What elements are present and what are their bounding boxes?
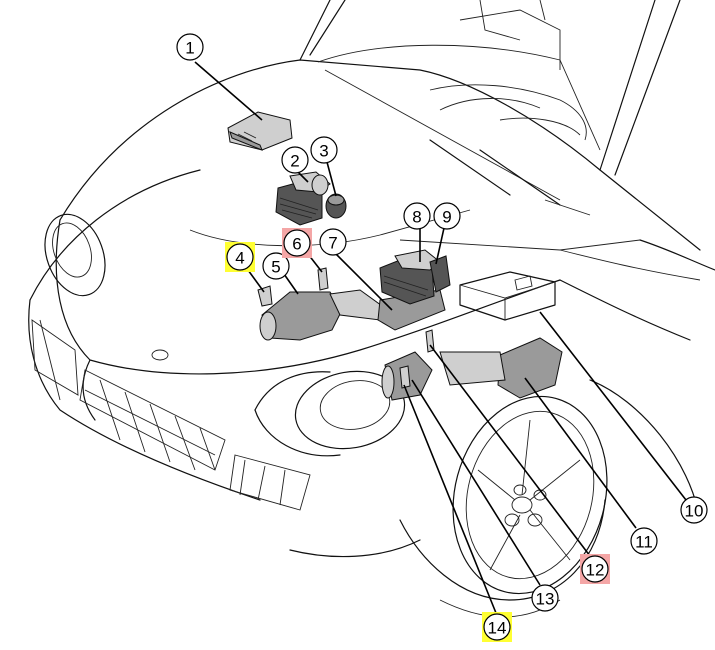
callout-label: 10 xyxy=(685,502,704,521)
vehicle-body-outline xyxy=(28,0,715,618)
leader-13 xyxy=(411,379,541,586)
leader-9 xyxy=(435,227,445,265)
callout-label: 1 xyxy=(185,39,194,58)
throttle-body-left xyxy=(275,171,331,226)
sensor-right xyxy=(429,255,451,293)
callout-label: 14 xyxy=(488,619,507,638)
callout-circle xyxy=(310,136,338,164)
callout-4: 4 xyxy=(225,242,255,272)
callout-circle xyxy=(680,496,708,524)
leader-7 xyxy=(335,253,393,311)
throttle-body-right xyxy=(379,249,441,305)
callout-label: 3 xyxy=(319,142,328,161)
callout-13: 13 xyxy=(531,584,559,612)
callout-circle xyxy=(630,527,658,555)
callout-label: 4 xyxy=(235,249,244,268)
callout-12: 12 xyxy=(580,554,610,584)
leader-4 xyxy=(247,269,265,293)
catalytic-converter-right xyxy=(439,337,563,399)
callout-14: 14 xyxy=(482,612,512,642)
callout-1: 1 xyxy=(176,33,204,61)
leader-2 xyxy=(297,171,309,183)
callout-3: 3 xyxy=(310,136,338,164)
leader-11 xyxy=(524,377,637,529)
leader-1 xyxy=(194,61,263,121)
oxygen-sensor-pre-left xyxy=(257,285,273,307)
leader-12 xyxy=(429,344,591,557)
callout-8: 8 xyxy=(403,202,431,230)
oxygen-sensor-pre-right xyxy=(399,365,411,389)
leader-10 xyxy=(539,311,687,501)
callout-circle xyxy=(176,33,204,61)
callout-circle xyxy=(319,228,347,256)
callout-circle xyxy=(483,613,511,641)
callout-label: 6 xyxy=(292,235,301,254)
callout-label: 11 xyxy=(635,533,653,552)
sensor-left xyxy=(325,193,347,219)
callout-circle xyxy=(531,584,559,612)
callout-circle xyxy=(226,243,254,271)
callout-11: 11 xyxy=(630,527,658,555)
leader-lines xyxy=(194,61,687,614)
callout-2: 2 xyxy=(281,146,309,174)
callout-circle xyxy=(581,555,609,583)
callout-label: 7 xyxy=(328,234,337,253)
callout-6: 6 xyxy=(282,228,312,258)
callout-circle xyxy=(262,252,290,280)
reservoir xyxy=(459,271,556,321)
callout-circle xyxy=(283,229,311,257)
leader-5 xyxy=(283,273,299,295)
callout-label: 5 xyxy=(271,258,280,277)
callout-label: 8 xyxy=(412,208,421,227)
callout-7: 7 xyxy=(319,228,347,256)
callout-5: 5 xyxy=(262,252,290,280)
catalytic-converter-left xyxy=(259,289,386,341)
callout-label: 9 xyxy=(442,208,451,227)
control-unit xyxy=(227,111,293,151)
leader-14 xyxy=(403,384,497,614)
callout-circle xyxy=(433,202,461,230)
callout-circle xyxy=(403,202,431,230)
callout-10: 10 xyxy=(680,496,708,524)
leader-3 xyxy=(326,161,337,197)
oxygen-sensor-post-left xyxy=(317,267,329,291)
callout-label: 2 xyxy=(290,152,299,171)
callout-circle xyxy=(281,146,309,174)
callout-9: 9 xyxy=(433,202,461,230)
callout-label: 12 xyxy=(586,561,605,580)
callout-label: 13 xyxy=(536,590,555,609)
